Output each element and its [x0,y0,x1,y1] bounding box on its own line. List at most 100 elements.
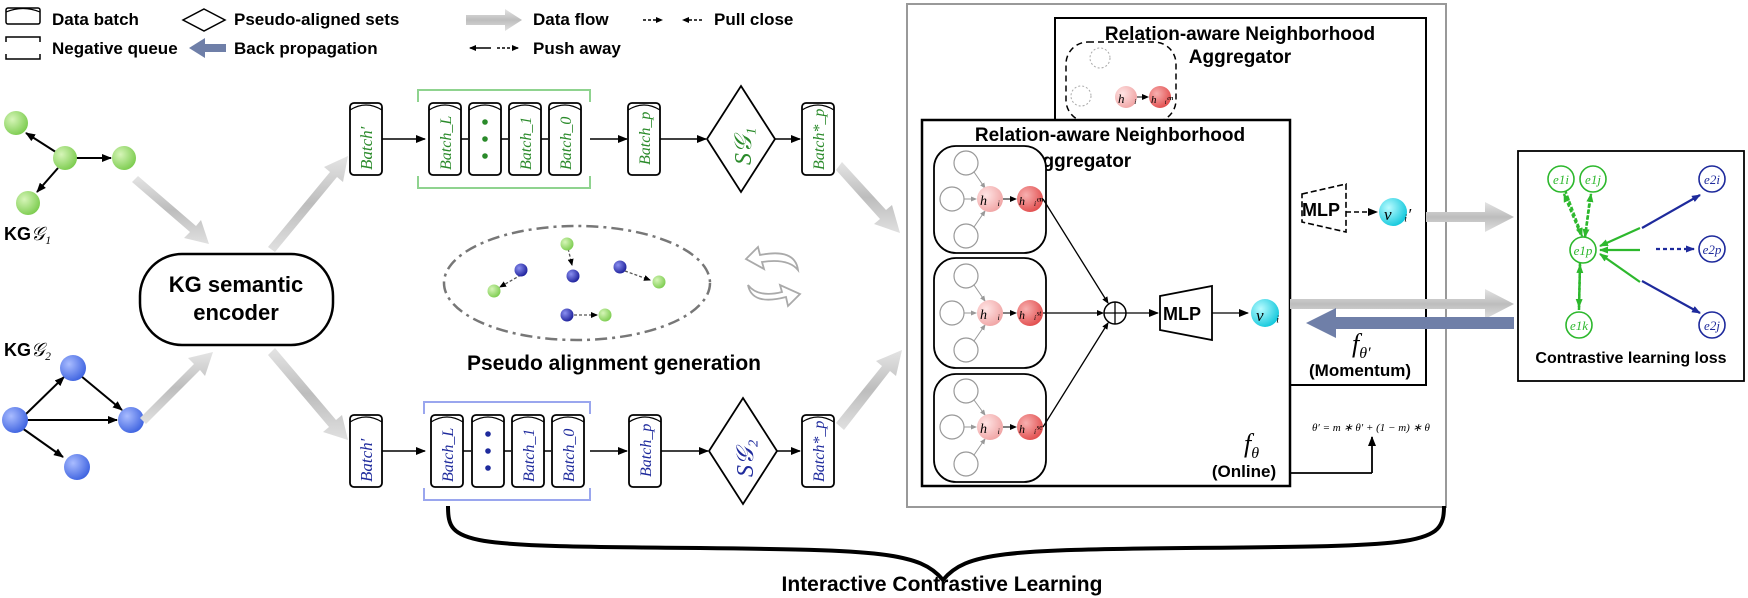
kg2-node [60,355,86,381]
momentum-aggregator-subtitle: Aggregator [1189,47,1292,68]
svg-text:Batch*_p: Batch*_p [811,109,828,170]
data-flow-icon [466,9,522,31]
svg-text:e2j: e2j [1704,318,1720,333]
entity-node [1698,165,1726,193]
kg1-graph: KG𝒢₁ [4,111,136,245]
svg-text:h⃗ᵢˢᵉ: h⃗ᵢˢᵉ [1019,422,1043,436]
svg-text:Batch_p: Batch_p [637,112,654,165]
data-flow-arrow [268,156,348,440]
svg-text:Batch′: Batch′ [357,126,376,170]
svg-text:h⃗ᵢ: h⃗ᵢ [980,308,1000,323]
svg-text:Batch_0: Batch_0 [558,117,575,170]
kg2-label: KG𝒢₂ [4,340,52,361]
batch-p-cylinder: Batch_p [628,414,662,488]
negative-queue-bracket [417,89,591,102]
online-encoder: Relation-aware Neighborhood Aggregator h… [920,118,1292,488]
batch-0-cylinder: Batch_0 [551,414,585,488]
momentum-mlp-label: MLP [1302,200,1340,220]
svg-text:e1p: e1p [1574,243,1593,258]
entity-node [1698,235,1726,263]
online-mlp [1159,284,1213,342]
encoder-label-line1: KG semantic [169,272,304,297]
kg2-node [64,454,90,480]
batch-row-kg1: Batch′ Batch_L Batch_1 Batch_0 [349,84,835,194]
svg-text:Batch_p: Batch_p [638,424,655,477]
online-aggregator-title: Relation-aware Neighborhood [975,125,1245,146]
svg-text:e1i: e1i [1553,172,1569,187]
svg-text:h⃗ᵢ: h⃗ᵢ [980,422,1000,437]
batch-1-cylinder: Batch_1 [511,414,545,488]
neighborhood-box-en: h⃗ᵢ h⃗ᵢᵉⁿ [933,145,1047,254]
batch-l-cylinder: Batch_L [428,102,462,176]
f-theta-prime-label: fθ′ [1352,329,1371,362]
encoder-label-line2: encoder [193,300,279,325]
online-label: (Online) [1212,462,1276,481]
neighborhood-box-se: h⃗ᵢ h⃗ᵢˢᵉ [933,373,1047,483]
f-theta-label: fθ [1244,429,1259,462]
svg-text:e2i: e2i [1704,172,1720,187]
contrastive-loss-box: e1i e1j e1p e1k e2i e2p e2j Contrastive … [1517,150,1745,382]
contrastive-loss-label: Contrastive learning loss [1535,350,1726,367]
svg-text:Batch_1: Batch_1 [518,117,535,170]
momentum-mlp [1301,182,1347,234]
neighborhood-box-st: h⃗ᵢ h⃗ᵢˢᵗ [933,257,1047,369]
footer-label: Interactive Contrastive Learning [782,573,1103,596]
momentum-update-path: θ′ = m ∗ θ′ + (1 − m) ∗ θ [1290,422,1431,474]
svg-text:h⃗ᵢᵉⁿ: h⃗ᵢᵉⁿ [1151,94,1174,106]
legend-push-away: Push away [533,39,621,58]
svg-text:h⃗ᵢ: h⃗ᵢ [1118,91,1137,106]
legend: Data batch Negative queue Pseudo-aligned… [5,7,793,60]
brace [446,505,1446,584]
batch-1-cylinder: Batch_1 [508,102,542,176]
kg-semantic-encoder: KG semantic encoder [138,252,335,347]
kg2-node [118,407,144,433]
pseudo-aligned-sets-icon [181,8,227,32]
legend-data-batch: Data batch [52,10,139,29]
cycle-icon [744,245,802,308]
online-aggregator-subtitle: Aggregator [1029,151,1132,172]
svg-text:Batch_L: Batch_L [440,428,457,482]
back-propagation-arrow [1306,308,1514,338]
sg1-diamond: S𝒢₁ [705,84,777,194]
entity-node [1547,165,1575,193]
online-mlp-label: MLP [1163,304,1201,324]
batch-0-cylinder: Batch_0 [548,102,582,176]
svg-text:v⃗ᵢ′: v⃗ᵢ′ [1384,205,1411,224]
kg2-node [2,407,28,433]
sum-operator [1103,301,1127,325]
momentum-output-node [1379,198,1407,226]
batch-prime-cylinder: Batch′ [349,414,383,488]
svg-text:h⃗ᵢᵉⁿ: h⃗ᵢᵉⁿ [1019,194,1043,208]
kg1-node [16,191,40,215]
legend-back-propagation: Back propagation [234,39,378,58]
entity-node [1579,165,1607,193]
pseudo-alignment-generation: Pseudo alignment generation [442,224,761,375]
batch-p-cylinder: Batch_p [627,102,661,176]
negative-queue-icon [5,36,41,60]
entity-node [1569,236,1597,264]
svg-text:e1k: e1k [1570,318,1588,333]
legend-negative-queue: Negative queue [52,39,178,58]
svg-text:h⃗ᵢ: h⃗ᵢ [980,194,1000,209]
svg-text:h⃗ᵢˢᵗ: h⃗ᵢˢᵗ [1019,308,1042,322]
svg-text:e2p: e2p [1703,242,1722,257]
kg1-label: KG𝒢₁ [4,224,51,245]
kg1-node [4,111,28,135]
momentum-update-rule: θ′ = m ∗ θ′ + (1 − m) ∗ θ [1312,422,1431,434]
ellipsis-cylinder [468,102,502,176]
svg-text:Batch_L: Batch_L [438,116,455,170]
momentum-label: (Momentum) [1309,361,1411,380]
kg2-graph: KG𝒢₂ [2,340,144,480]
entity-node [1565,311,1593,339]
batch-prime-cylinder: Batch′ [349,102,383,176]
batch-row-kg2: Batch′ Batch_L Batch_1 Batch_0 [349,396,835,506]
legend-data-flow: Data flow [533,10,609,29]
batch-l-cylinder: Batch_L [430,414,464,488]
pseudo-alignment-label: Pseudo alignment generation [467,352,761,375]
legend-pseudo-aligned-sets: Pseudo-aligned sets [234,10,399,29]
svg-text:Batch*_p: Batch*_p [811,421,828,482]
legend-pull-close: Pull close [714,10,793,29]
ellipsis-cylinder [471,414,505,488]
svg-text:Batch_0: Batch_0 [561,429,578,482]
